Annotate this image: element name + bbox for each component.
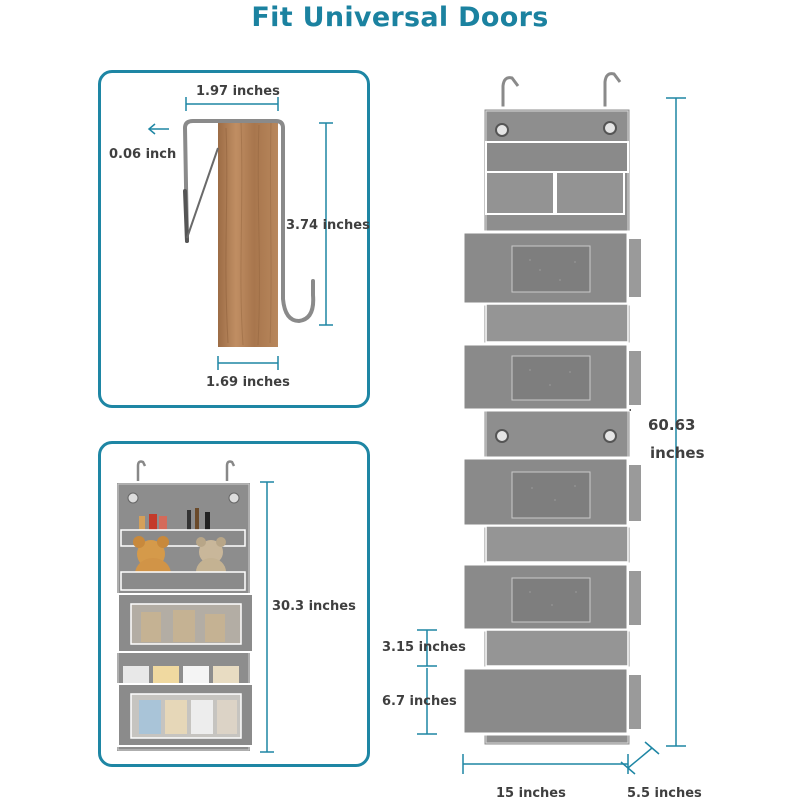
pocket-height-label: 6.7 inches xyxy=(382,694,457,709)
hook-thickness-label: 0.06 inch xyxy=(109,147,177,162)
pocket-4 xyxy=(461,562,643,632)
pocket-5 xyxy=(461,666,643,736)
total-height-value: 60.63 xyxy=(648,416,696,434)
pocket-2 xyxy=(461,342,643,412)
hook-width-label: 1.97 inches xyxy=(196,84,280,99)
metal-hook xyxy=(182,119,316,324)
hook-illustration xyxy=(147,97,333,370)
filled-organizer-panel: 30.3 inches xyxy=(98,441,370,767)
door-slab xyxy=(218,120,278,347)
door-thickness-label: 1.69 inches xyxy=(206,375,290,390)
organizer-height-label: 30.3 inches xyxy=(272,599,356,614)
pocket-1 xyxy=(461,230,643,306)
hook-height-label: 3.74 inches xyxy=(286,218,370,233)
hook-dimension-panel: 1.97 inches 0.06 inch 3.74 inches 1.69 i… xyxy=(98,70,370,408)
page-title: Fit Universal Doors xyxy=(251,2,549,33)
pocket-gap-label: 3.15 inches xyxy=(382,640,466,655)
width-label: 15 inches xyxy=(496,786,566,801)
total-height-unit: inches xyxy=(650,444,705,462)
depth-label: 5.5 inches xyxy=(627,786,702,801)
filled-organizer-illustration xyxy=(115,460,274,753)
pocket-3 xyxy=(461,456,643,528)
